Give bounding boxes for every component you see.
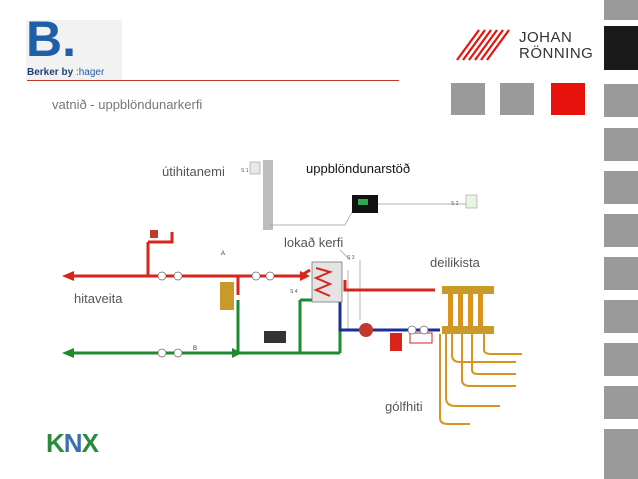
danfoss-unit [409,332,433,344]
side-tile-4 [604,171,638,204]
side-tile-1 [604,0,638,20]
pressure-valve [150,230,158,238]
actuator [264,331,286,343]
valve-a-mark: A [221,251,225,257]
label-manifold: deilikista [430,255,480,270]
berker-by-hager: Berker by :hager [27,67,104,78]
label-floor-heating: gólfhiti [385,399,423,414]
ronning-line: RÖNNING [519,45,594,62]
johan-ronning-logo-mark [456,29,510,61]
circulation-pump [359,323,373,337]
side-tile-11 [604,460,638,479]
header-divider [27,80,399,81]
heating-schematic: S 1 S 2 S 3 S 4 A B [62,160,522,425]
supply-arrow [62,271,74,281]
label-mixing-station: uppblöndunarstöð [306,161,411,176]
side-tile-2 [604,84,638,117]
control-valve [220,282,234,310]
berker-logo: B. [26,11,76,67]
berker-brand: Berker [27,67,59,78]
manifold-supply-bar [442,286,494,294]
s3-mark: S 3 [347,255,355,261]
side-tile-9 [604,386,638,419]
deco-square-2 [500,83,534,115]
berker-logo-background [26,20,122,80]
s1-mark: S 1 [241,168,249,174]
side-tile-3 [604,128,638,161]
outdoor-sensor-s1 [249,161,261,175]
supply-arrow-2 [300,271,310,281]
side-tile-6 [604,257,638,290]
room-sensor-s2 [465,194,478,209]
hager-brand: :hager [75,67,105,78]
return-arrow-2 [232,348,242,358]
side-tile-7 [604,300,638,333]
side-tile-5 [604,214,638,247]
side-tile-black [604,26,638,70]
floor-heating-loops [439,334,522,425]
s4-mark: S 4 [290,289,298,295]
deco-square-red [551,83,585,115]
outdoor-wall [263,160,273,230]
label-district-heating: hitaveita [74,291,123,306]
expansion-vessel [390,333,402,351]
return-arrow [62,348,74,358]
knx-n: N [63,428,83,458]
label-outdoor-sensor: útihitanemi [162,164,225,179]
valve-b-mark: B [193,346,197,352]
knx-logo: KNX [46,428,99,459]
johan-line: JOHAN [519,29,573,46]
manifold-return-bar [442,326,494,334]
johan-ronning-logo: JOHAN RÖNNING [519,30,593,62]
controller-display [358,199,368,205]
knx-x: X [81,428,99,458]
slide-subtitle: vatnið - uppblöndunarkerfi [52,97,203,112]
knx-k: K [46,428,65,458]
label-closed-system: lokað kerfi [284,235,344,250]
exchanger-coil [313,267,333,297]
side-tile-10 [604,429,638,462]
side-tile-8 [604,343,638,376]
deco-square-1 [451,83,485,115]
berker-by: by [61,67,74,78]
